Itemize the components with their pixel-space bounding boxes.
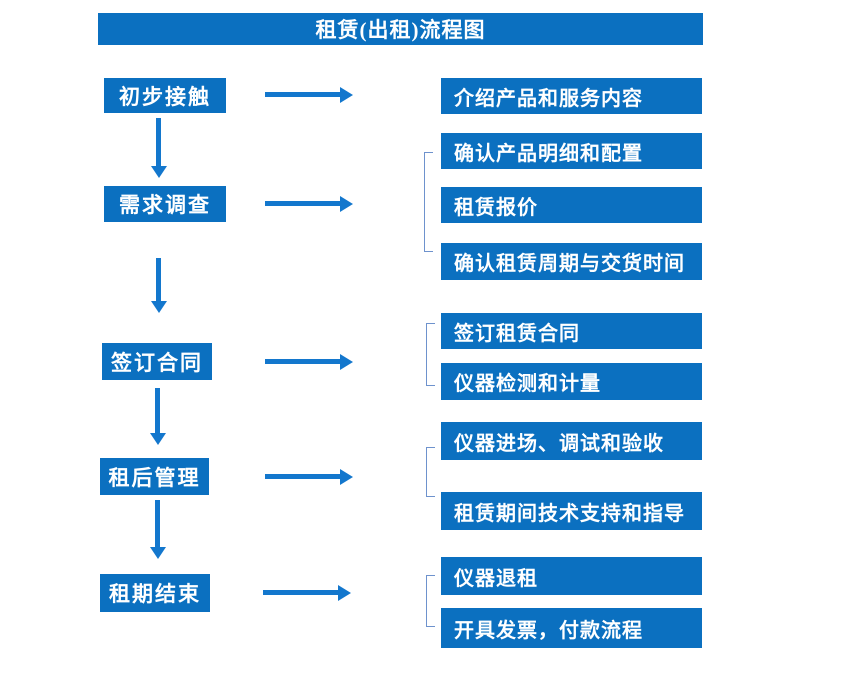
arrow-down-4 (155, 500, 160, 547)
arrow-right-5 (263, 590, 338, 595)
detail-box-instrument-return: 仪器退租 (441, 557, 702, 595)
arrow-down-3 (155, 388, 160, 433)
detail-box-confirm-lease-period: 确认租赁周期与交货时间 (441, 243, 702, 280)
arrow-right-3 (265, 359, 340, 364)
detail-box-instrument-setup: 仪器进场、调试和验收 (441, 422, 702, 460)
step-box-post-rental-management: 租后管理 (100, 458, 209, 495)
step-box-sign-contract: 签订合同 (102, 343, 212, 380)
bracket-group-3 (426, 323, 435, 386)
step-box-lease-end: 租期结束 (100, 574, 210, 612)
arrow-right-4 (265, 474, 340, 479)
detail-box-introduce-products: 介绍产品和服务内容 (441, 78, 702, 114)
arrow-down-1 (156, 118, 161, 166)
detail-box-rental-quote: 租赁报价 (441, 187, 702, 223)
flowchart-title: 租赁(出租)流程图 (315, 18, 486, 42)
arrow-right-1 (265, 92, 340, 97)
bracket-group-4 (426, 447, 435, 497)
detail-box-instrument-testing: 仪器检测和计量 (441, 363, 702, 400)
bracket-group-5 (426, 575, 435, 627)
detail-box-tech-support: 租赁期间技术支持和指导 (441, 492, 702, 530)
arrow-down-2 (156, 258, 161, 301)
detail-box-confirm-product-details: 确认产品明细和配置 (441, 133, 702, 169)
detail-box-sign-lease-contract: 签订租赁合同 (441, 313, 702, 349)
detail-box-invoice-payment: 开具发票，付款流程 (441, 608, 702, 648)
arrow-right-2 (265, 201, 340, 206)
step-box-initial-contact: 初步接触 (104, 78, 226, 113)
flowchart-title-bar: 租赁(出租)流程图 (98, 13, 703, 45)
step-box-needs-survey: 需求调查 (104, 186, 226, 222)
bracket-group-2 (424, 152, 433, 252)
